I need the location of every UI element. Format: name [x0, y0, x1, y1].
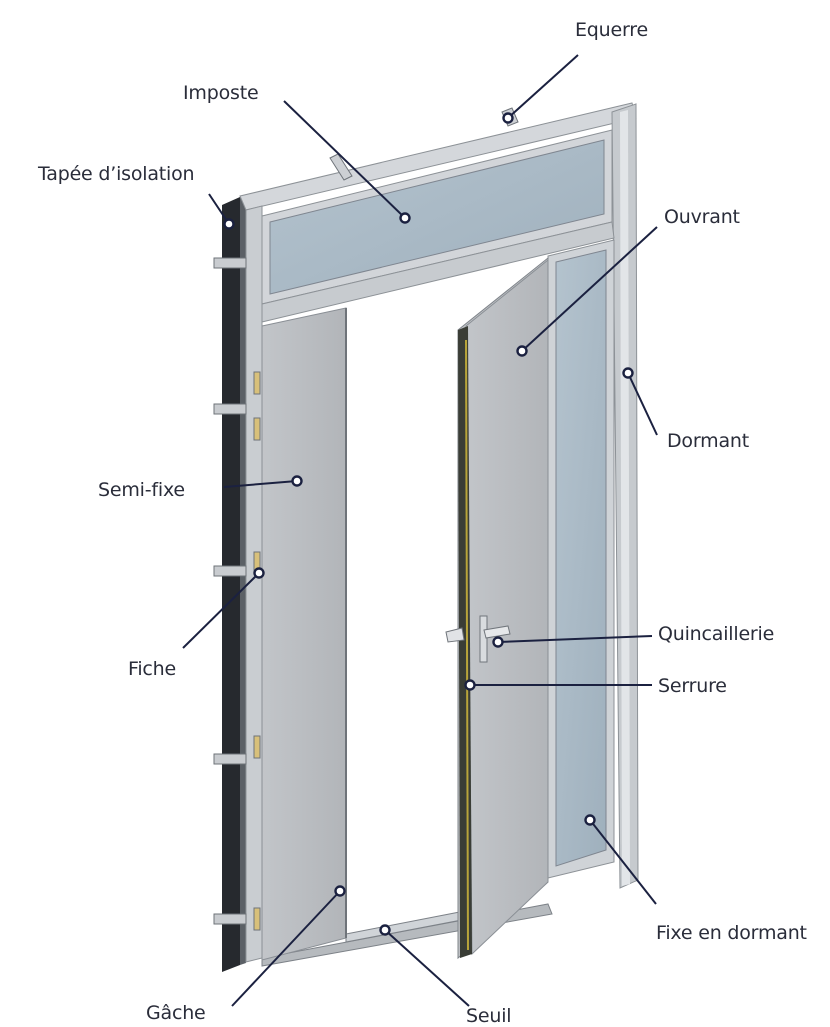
- marker-quincaillerie: [492, 636, 504, 648]
- marker-ouvrant: [516, 345, 528, 357]
- semi-fixe-panel: [261, 307, 347, 961]
- marker-imposte: [399, 212, 411, 224]
- dormant-frame: [239, 102, 639, 963]
- wall-brackets: [213, 257, 247, 925]
- marker-tapee: [223, 218, 235, 230]
- marker-gache: [334, 885, 346, 897]
- marker-serrure: [464, 679, 476, 691]
- leader-fiche: [182, 572, 260, 649]
- marker-dormant: [622, 367, 634, 379]
- leader-ouvrant: [521, 226, 658, 352]
- marker-dots: [223, 112, 634, 936]
- marker-semi-fixe: [291, 475, 303, 487]
- imposte-panel: [261, 129, 615, 323]
- label-serrure: Serrure: [658, 675, 727, 697]
- leader-imposte: [283, 100, 406, 219]
- label-ouvrant: Ouvrant: [664, 206, 740, 228]
- fiche-hinges: [253, 371, 261, 931]
- label-imposte: Imposte: [183, 82, 259, 104]
- leader-semi-fixe: [223, 480, 298, 488]
- marker-fixe-en-dormant: [584, 814, 596, 826]
- tapee-isolation-strip: [222, 195, 246, 972]
- leader-equerre: [507, 54, 579, 119]
- leader-gache: [231, 890, 341, 1007]
- leader-seuil: [384, 929, 470, 1007]
- leader-fixe-en-dormant: [589, 819, 657, 905]
- label-quincaillerie: Quincaillerie: [658, 623, 775, 645]
- leader-lines: [182, 54, 658, 1007]
- leader-dormant: [627, 372, 658, 436]
- marker-equerre: [502, 112, 514, 124]
- label-fiche: Fiche: [128, 658, 177, 680]
- marker-fiche: [253, 567, 265, 579]
- leader-quincaillerie: [497, 635, 653, 643]
- label-gache: Gâche: [146, 1002, 206, 1024]
- fixe-en-dormant-panel: [547, 239, 615, 879]
- label-dormant: Dormant: [667, 430, 749, 452]
- label-fixe-en-dormant: Fixe en dormant: [656, 922, 807, 944]
- marker-seuil: [379, 924, 391, 936]
- label-equerre: Equerre: [575, 19, 648, 41]
- label-semi-fixe: Semi-fixe: [98, 479, 185, 501]
- label-tapee-isolation: Tapée d’isolation: [38, 163, 195, 185]
- door-handle: [445, 615, 511, 663]
- leader-tapee: [208, 193, 230, 225]
- label-seuil: Seuil: [466, 1005, 512, 1027]
- ouvrant-leaf: [457, 256, 549, 960]
